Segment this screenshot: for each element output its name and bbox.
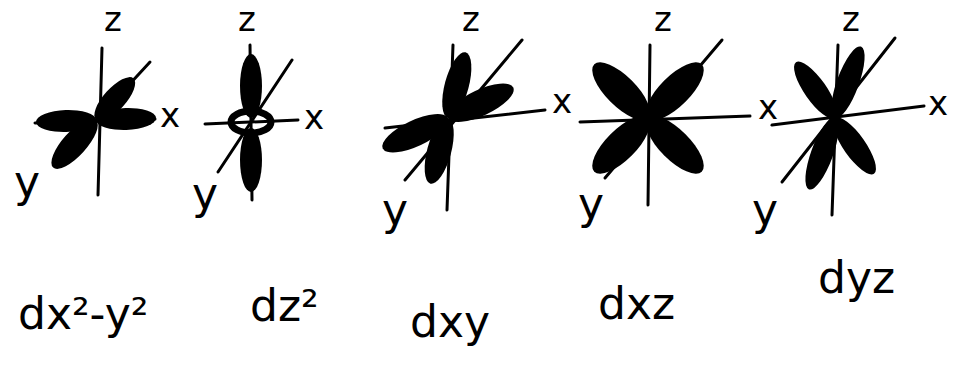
axis-label: z: [462, 2, 480, 36]
axis-label: x: [758, 90, 778, 124]
orbital-name: dxz: [598, 282, 675, 326]
orbital-lobes: [36, 43, 883, 193]
axis-label: z: [104, 2, 122, 36]
axis-label: x: [304, 100, 324, 134]
axis-label: z: [238, 2, 256, 36]
axis-label: y: [192, 172, 218, 216]
axis-label: y: [578, 182, 604, 226]
axis-label: y: [14, 160, 40, 204]
axis-label: x: [160, 98, 180, 132]
axis-label: y: [752, 188, 778, 232]
axis-label: x: [552, 84, 572, 118]
orbital-name: dz²: [250, 284, 319, 328]
orbital-name: dxy: [410, 300, 490, 344]
axes: [35, 38, 924, 215]
axis-label: x: [928, 86, 948, 120]
orbital-name: dyz: [818, 256, 895, 300]
axis-label: z: [842, 2, 860, 36]
orbital-name: dx²-y²: [18, 292, 148, 336]
axis-label: y: [382, 188, 408, 232]
axis-label: z: [654, 2, 672, 36]
